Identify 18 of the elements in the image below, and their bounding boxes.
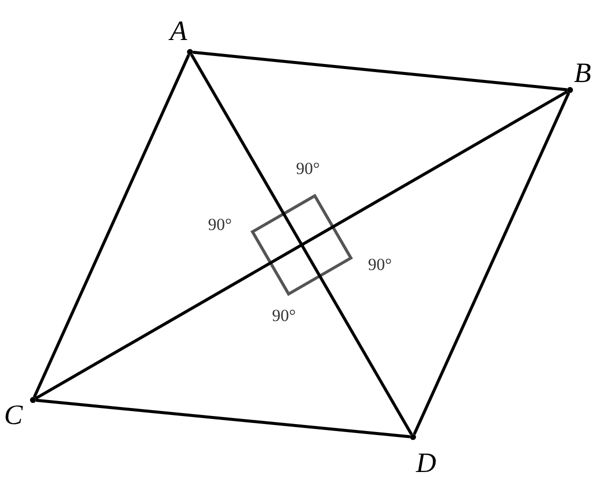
angle-label: 90° bbox=[272, 307, 296, 324]
line-segment bbox=[192, 50, 568, 92]
vertex-point bbox=[187, 49, 193, 55]
vertex-label: D bbox=[416, 450, 436, 478]
angle-label: 90° bbox=[368, 256, 392, 273]
line-segment bbox=[412, 92, 570, 435]
vertex-point bbox=[410, 434, 416, 440]
vertex-point bbox=[30, 397, 36, 403]
angle-label: 90° bbox=[296, 160, 320, 177]
vertex-point bbox=[567, 87, 573, 93]
vertex-label: C bbox=[4, 402, 23, 430]
line-segment bbox=[190, 54, 413, 436]
line-segment bbox=[36, 398, 410, 438]
vertex-label: A bbox=[170, 18, 188, 46]
line-segment bbox=[34, 90, 568, 400]
angle-label: 90° bbox=[208, 216, 232, 233]
line-segment bbox=[32, 54, 190, 398]
vertex-label: B bbox=[574, 60, 592, 88]
